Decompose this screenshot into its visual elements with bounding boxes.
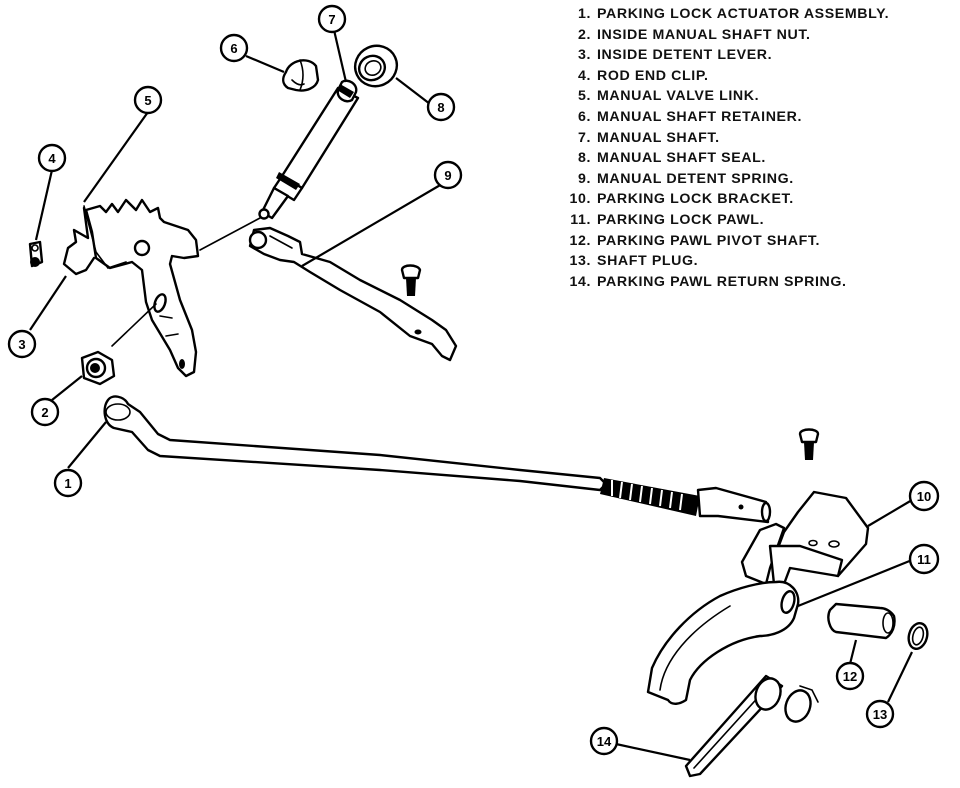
legend-label: MANUAL SHAFT SEAL. <box>597 150 766 167</box>
legend-label: MANUAL DETENT SPRING. <box>597 170 794 187</box>
actuator-spring <box>600 478 700 516</box>
legend-number: 1. <box>577 6 591 22</box>
legend-item: 2. INSIDE MANUAL SHAFT NUT. <box>566 25 889 46</box>
legend-label: PARKING LOCK BRACKET. <box>597 191 794 208</box>
callout-10[interactable]: 10 <box>908 480 940 512</box>
svg-text:7: 7 <box>328 12 335 27</box>
legend-number: 10. <box>569 191 591 208</box>
legend-item: 1. PARKING LOCK ACTUATOR ASSEMBLY. <box>566 4 889 25</box>
legend-label: SHAFT PLUG. <box>597 253 699 270</box>
legend-item: 11. PARKING LOCK PAWL. <box>566 210 889 231</box>
manual-shaft-seal <box>353 44 399 88</box>
legend-item: 3. INSIDE DETENT LEVER. <box>566 45 889 66</box>
legend-item: 6. MANUAL SHAFT RETAINER. <box>566 107 889 128</box>
inside-detent-lever <box>84 198 200 378</box>
inside-manual-shaft-nut <box>80 303 157 386</box>
callout-8[interactable]: 8 <box>426 92 456 122</box>
legend-number: 6. <box>577 108 591 125</box>
legend-item: 4. ROD END CLIP. <box>566 66 889 87</box>
callout-2[interactable]: 2 <box>30 397 60 427</box>
rod-end-clip <box>28 240 44 268</box>
legend-number: 2. <box>577 26 591 43</box>
legend-label: ROD END CLIP. <box>597 67 709 84</box>
legend-item: 12. PARKING PAWL PIVOT SHAFT. <box>566 231 889 252</box>
callout-12[interactable]: 12 <box>835 661 865 691</box>
callout-4[interactable]: 4 <box>37 143 67 173</box>
bolt-lower <box>798 428 820 460</box>
legend-number: 3. <box>577 47 591 64</box>
shaft-plug <box>907 622 929 650</box>
svg-text:12: 12 <box>843 669 857 684</box>
svg-text:10: 10 <box>917 489 931 504</box>
svg-text:14: 14 <box>597 734 612 749</box>
legend-label: PARKING LOCK PAWL. <box>597 211 765 228</box>
legend-item: 10. PARKING LOCK BRACKET. <box>566 189 889 210</box>
legend-number: 12. <box>569 232 591 249</box>
legend-number: 13. <box>569 253 591 270</box>
parking-lock-bracket <box>740 490 870 586</box>
svg-text:1: 1 <box>64 476 71 491</box>
legend-label: PARKING PAWL RETURN SPRING. <box>597 273 847 290</box>
manual-shaft <box>199 79 360 251</box>
legend-item: 5. MANUAL VALVE LINK. <box>566 86 889 107</box>
legend-number: 11. <box>570 211 591 228</box>
legend-label: PARKING LOCK ACTUATOR ASSEMBLY. <box>597 6 890 22</box>
callout-9[interactable]: 9 <box>433 160 463 190</box>
parts-legend: 1. PARKING LOCK ACTUATOR ASSEMBLY. 2. INSI… <box>566 4 889 292</box>
manual-detent-spring <box>248 226 458 362</box>
parking-pawl-pivot-shaft <box>827 602 896 640</box>
legend-label: MANUAL SHAFT. <box>597 129 720 146</box>
svg-text:4: 4 <box>48 151 56 166</box>
callout-14[interactable]: 14 <box>589 726 619 756</box>
callout-7[interactable]: 7 <box>317 4 347 34</box>
legend-number: 8. <box>577 150 591 167</box>
manual-valve-link <box>62 205 127 276</box>
legend-item: 7. MANUAL SHAFT. <box>566 128 889 149</box>
legend-item: 13. SHAFT PLUG. <box>566 251 889 272</box>
callout-11[interactable]: 11 <box>908 543 940 575</box>
legend-number: 14. <box>569 273 591 290</box>
svg-text:3: 3 <box>18 337 25 352</box>
parking-lock-actuator-assembly <box>103 395 772 524</box>
callout-1[interactable]: 1 <box>53 468 83 498</box>
legend-item: 8. MANUAL SHAFT SEAL. <box>566 148 889 169</box>
svg-text:6: 6 <box>230 41 237 56</box>
svg-text:8: 8 <box>437 100 444 115</box>
parking-lock-pawl <box>646 580 800 705</box>
legend-label: INSIDE DETENT LEVER. <box>597 47 773 64</box>
legend-number: 7. <box>577 129 591 146</box>
legend-number: 5. <box>577 88 591 105</box>
legend-label: MANUAL VALVE LINK. <box>597 88 760 105</box>
callout-3[interactable]: 3 <box>7 329 37 359</box>
legend-number: 9. <box>577 170 591 187</box>
legend-label: MANUAL SHAFT RETAINER. <box>597 108 802 125</box>
leader-lines <box>29 29 913 762</box>
callout-6[interactable]: 6 <box>219 33 249 63</box>
legend-number: 4. <box>577 67 591 84</box>
legend-item: 9. MANUAL DETENT SPRING. <box>566 169 889 190</box>
manual-shaft-retainer <box>282 59 320 92</box>
svg-text:9: 9 <box>444 168 451 183</box>
callout-5[interactable]: 5 <box>133 85 163 115</box>
callout-13[interactable]: 13 <box>865 699 895 729</box>
legend-label: INSIDE MANUAL SHAFT NUT. <box>597 26 811 43</box>
svg-text:13: 13 <box>873 707 887 722</box>
callouts: 1 2 3 4 5 6 7 8 9 10 11 12 13 14 <box>7 4 940 756</box>
legend-item: 14. PARKING PAWL RETURN SPRING. <box>566 272 889 293</box>
legend-label: PARKING PAWL PIVOT SHAFT. <box>597 232 821 249</box>
svg-text:2: 2 <box>41 405 48 420</box>
parking-pawl-return-spring <box>684 674 819 778</box>
svg-text:11: 11 <box>917 552 931 567</box>
bolt-upper <box>400 264 422 296</box>
svg-text:5: 5 <box>144 93 151 108</box>
